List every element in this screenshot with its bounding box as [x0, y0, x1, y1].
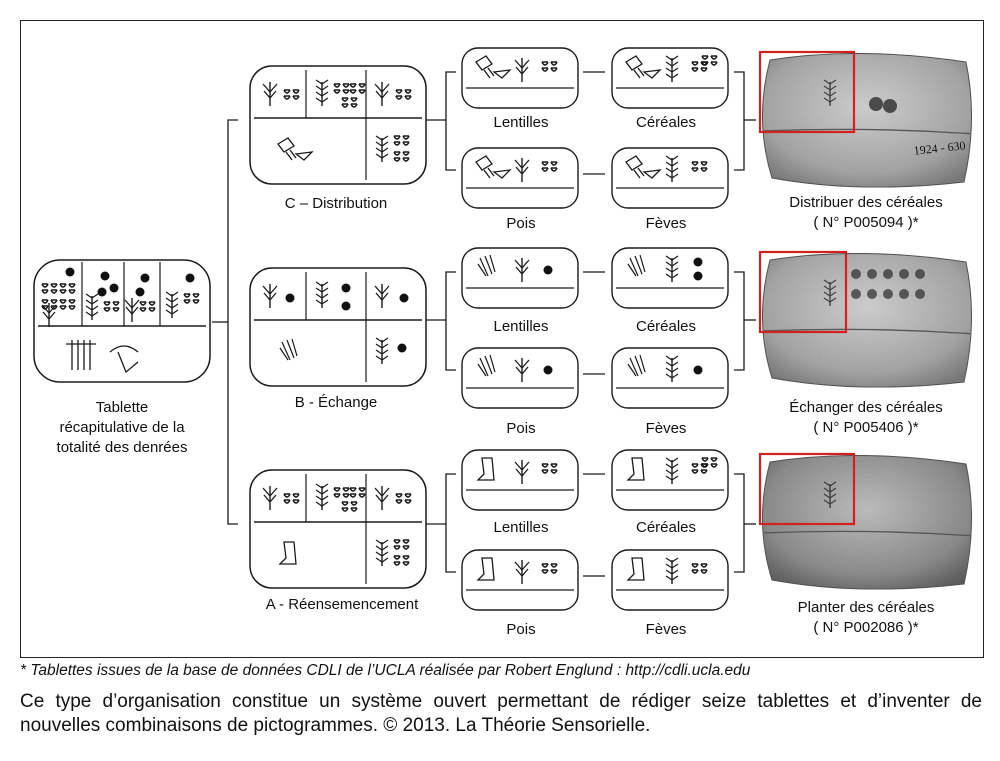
group-connectors — [426, 271, 756, 375]
tablet-label-cereals: Céréales — [635, 519, 697, 536]
summary-tablet — [33, 259, 211, 383]
tablet-label-lentils: Lentilles — [493, 519, 549, 536]
group-connectors — [426, 71, 756, 175]
small-tablet — [461, 449, 579, 511]
small-tablet — [611, 47, 729, 109]
small-tablet — [461, 147, 579, 209]
group-tablet — [249, 469, 427, 589]
caption: Ce type d’organisation constitue un syst… — [20, 691, 982, 736]
tablet-label-peas: Pois — [506, 215, 536, 232]
tablet-label-beans: Fèves — [645, 215, 687, 232]
clay-tablet-photo — [758, 250, 972, 388]
small-tablet — [461, 347, 579, 409]
highlight-box — [758, 452, 856, 526]
small-tablet — [461, 549, 579, 611]
photo-caption-reseeding: Planter des céréales ( N° P002086 )* — [797, 599, 935, 636]
group-label-distribution: C – Distribution — [284, 195, 388, 212]
small-tablet — [461, 47, 579, 109]
group-label-exchange: B - Échange — [294, 394, 378, 411]
small-tablet — [611, 449, 729, 511]
small-tablet — [461, 247, 579, 309]
small-tablet — [611, 347, 729, 409]
photo-caption-distribution: Distribuer des céréales ( N° P005094 )* — [789, 194, 943, 231]
tablet-label-peas: Pois — [506, 420, 536, 437]
small-tablet — [611, 549, 729, 611]
group-tablet — [249, 267, 427, 387]
small-tablet — [611, 147, 729, 209]
group-tablet — [249, 65, 427, 185]
group-exchange — [249, 247, 972, 409]
tablet-label-peas: Pois — [506, 621, 536, 638]
group-distribution: 1924 - 630 — [249, 47, 972, 209]
tablet-label-lentils: Lentilles — [493, 318, 549, 335]
small-tablet — [611, 247, 729, 309]
group-connectors — [426, 473, 756, 577]
footnote: * Tablettes issues de la base de données… — [20, 662, 751, 679]
photo-caption-exchange: Échanger des céréales ( N° P005406 )* — [789, 399, 943, 436]
group-label-reseeding: A - Réensemencement — [265, 596, 419, 613]
tablet-label-cereals: Céréales — [635, 114, 697, 131]
clay-tablet-photo: 1924 - 630 — [758, 50, 972, 188]
tablet-label-cereals: Céréales — [635, 318, 697, 335]
clay-tablet-photo — [758, 452, 972, 590]
photo-stamp: 1924 - 630 — [913, 138, 966, 157]
summary-connectors — [212, 119, 238, 525]
figure-frame — [20, 20, 984, 658]
summary-tablet-label: Tablette récapitulative de la totalité d… — [56, 399, 188, 456]
group-reseeding — [249, 449, 972, 611]
tablet-label-beans: Fèves — [645, 420, 687, 437]
highlight-box — [758, 250, 848, 334]
tablet-label-beans: Fèves — [645, 621, 687, 638]
tablet-label-lentils: Lentilles — [493, 114, 549, 131]
highlight-box — [758, 50, 856, 134]
